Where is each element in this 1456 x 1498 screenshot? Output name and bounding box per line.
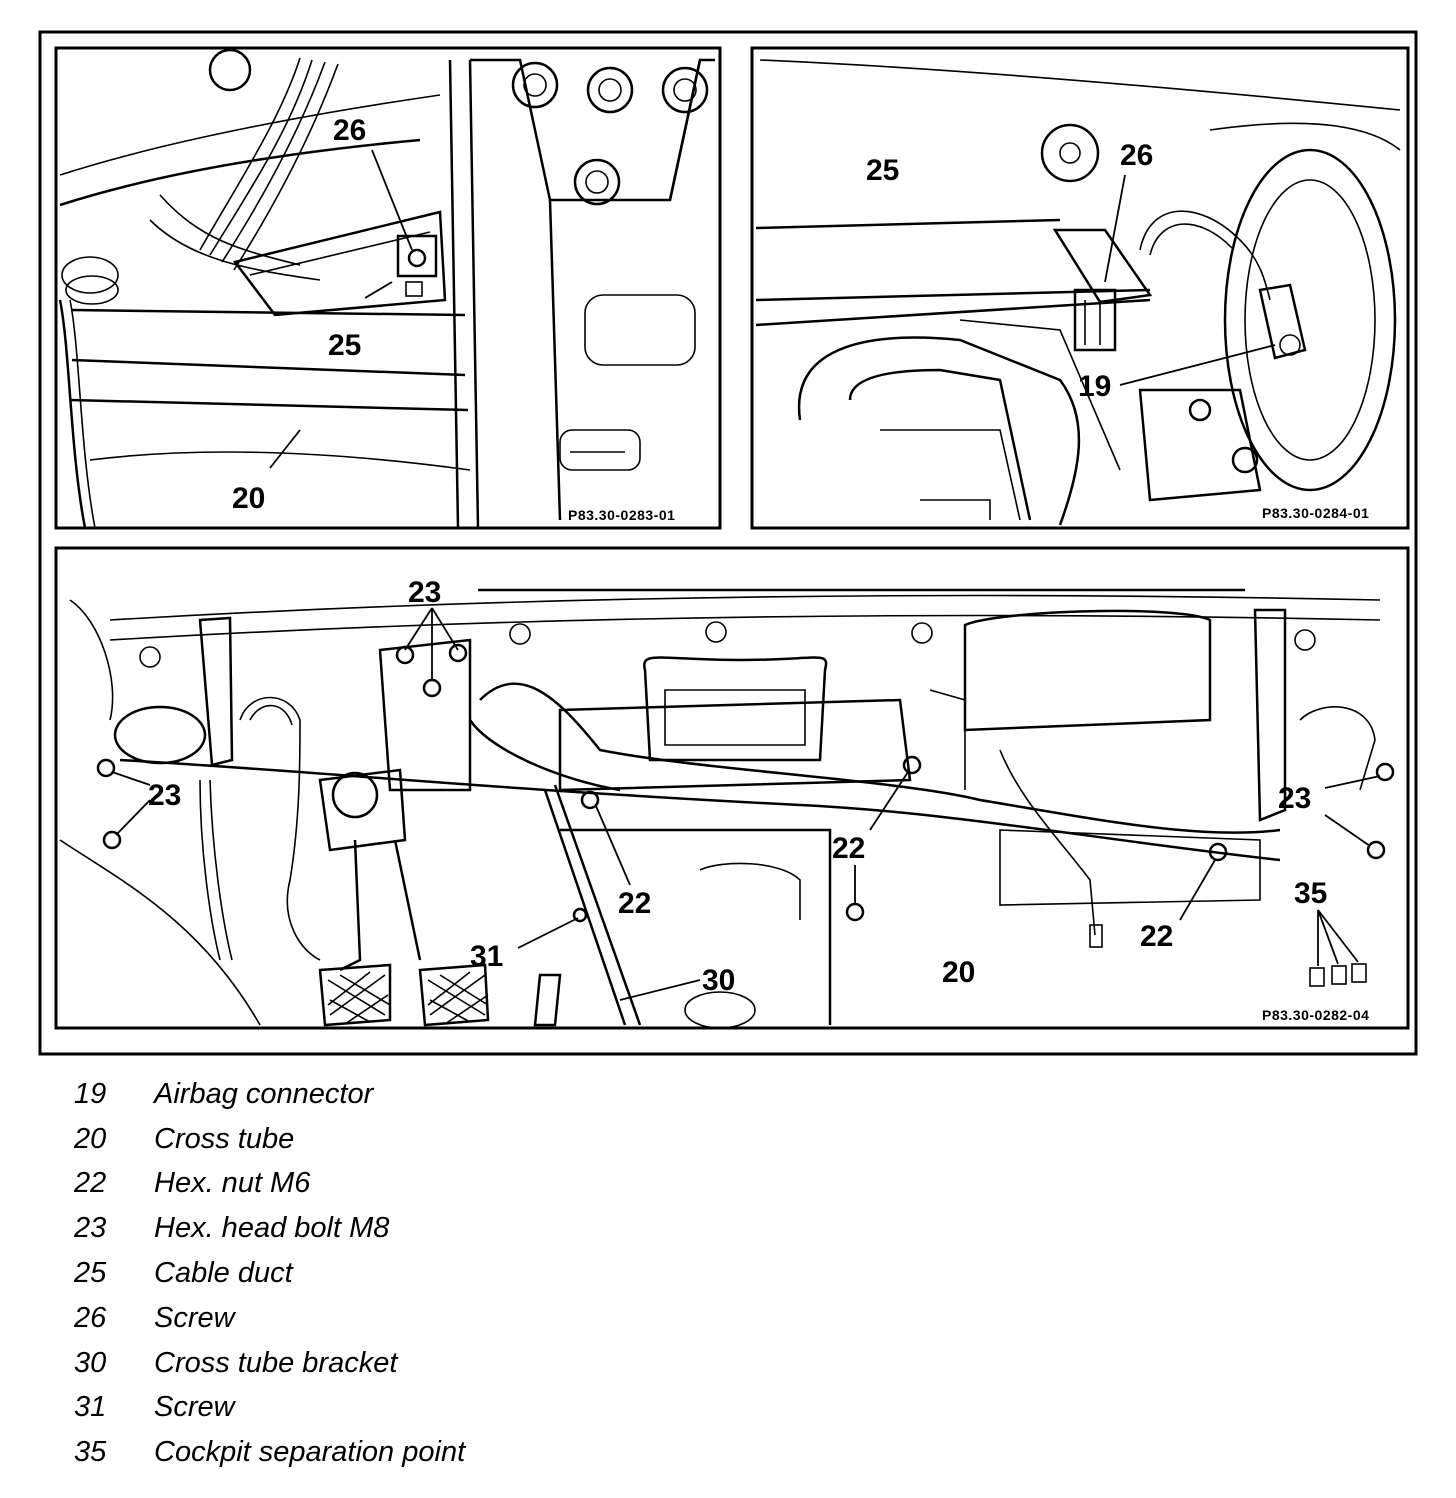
callout-23-right: 23 (1278, 782, 1311, 815)
legend-label: Hex. nut M6 (154, 1167, 311, 1200)
legend-item: 22 Hex. nut M6 (74, 1162, 465, 1207)
legend-item: 26 Screw (74, 1296, 465, 1341)
callout-26: 26 (333, 114, 366, 147)
panel-cross-tube-left: 26 25 20 P83.30-0283-01 (54, 46, 722, 530)
panel-code: P83.30-0284-01 (1262, 505, 1369, 521)
legend-item: 25 Cable duct (74, 1251, 465, 1296)
legend-number: 23 (74, 1212, 107, 1245)
legend-item: 31 Screw (74, 1386, 465, 1431)
legend-number: 35 (74, 1436, 107, 1469)
legend-label: Screw (154, 1301, 235, 1334)
panel-airbag-connector: 25 26 19 P83.30-0284-01 (750, 46, 1410, 530)
outer-frame (38, 30, 1418, 1056)
callout-23-top: 23 (408, 576, 441, 609)
callout-35: 35 (1294, 877, 1327, 910)
panel-code: P83.30-0283-01 (568, 507, 675, 523)
legend-label: Cable duct (154, 1257, 293, 1290)
legend-item: 19 Airbag connector (74, 1072, 465, 1117)
legend-number: 20 (74, 1122, 107, 1155)
legend-item: 30 Cross tube bracket (74, 1341, 465, 1386)
callout-31: 31 (470, 940, 503, 973)
legend-number: 30 (74, 1346, 107, 1379)
legend-item: 20 Cross tube (74, 1117, 465, 1162)
legend-item: 23 Hex. head bolt M8 (74, 1206, 465, 1251)
legend-label: Airbag connector (154, 1077, 374, 1110)
callout-20: 20 (232, 482, 265, 515)
parts-legend: 19 Airbag connector 20 Cross tube 22 Hex. n… (74, 1072, 465, 1475)
callout-20: 20 (942, 956, 975, 989)
panel-frame (54, 46, 722, 530)
legend-label: Screw (154, 1391, 235, 1424)
panel-frame (54, 546, 1410, 1030)
callout-25: 25 (866, 154, 899, 187)
callout-26: 26 (1120, 139, 1153, 172)
callout-22-center: 22 (832, 832, 865, 865)
legend-item: 35 Cockpit separation point (74, 1430, 465, 1475)
legend-number: 31 (74, 1391, 107, 1424)
callout-22-left: 22 (618, 887, 651, 920)
legend-label: Cross tube bracket (154, 1346, 398, 1379)
callout-22-right: 22 (1140, 920, 1173, 953)
panel-cockpit-overview: 23 23 23 22 22 22 22 31 30 20 35 P83.30-… (54, 546, 1410, 1030)
legend-label: Cockpit separation point (154, 1436, 466, 1469)
diagram-figure: 26 25 20 P83.30-0283-01 (38, 30, 1418, 1056)
panel-code: P83.30-0282-04 (1262, 1007, 1369, 1023)
legend-number: 19 (74, 1077, 107, 1110)
legend-number: 22 (74, 1167, 107, 1200)
panel-frame (750, 46, 1410, 530)
legend-label: Cross tube (154, 1122, 295, 1155)
legend-number: 25 (74, 1257, 107, 1290)
legend-label: Hex. head bolt M8 (154, 1212, 390, 1245)
callout-30: 30 (702, 964, 735, 997)
callout-23-left: 23 (148, 779, 181, 812)
legend-number: 26 (74, 1301, 107, 1334)
callout-19: 19 (1078, 370, 1111, 403)
callout-25: 25 (328, 329, 361, 362)
